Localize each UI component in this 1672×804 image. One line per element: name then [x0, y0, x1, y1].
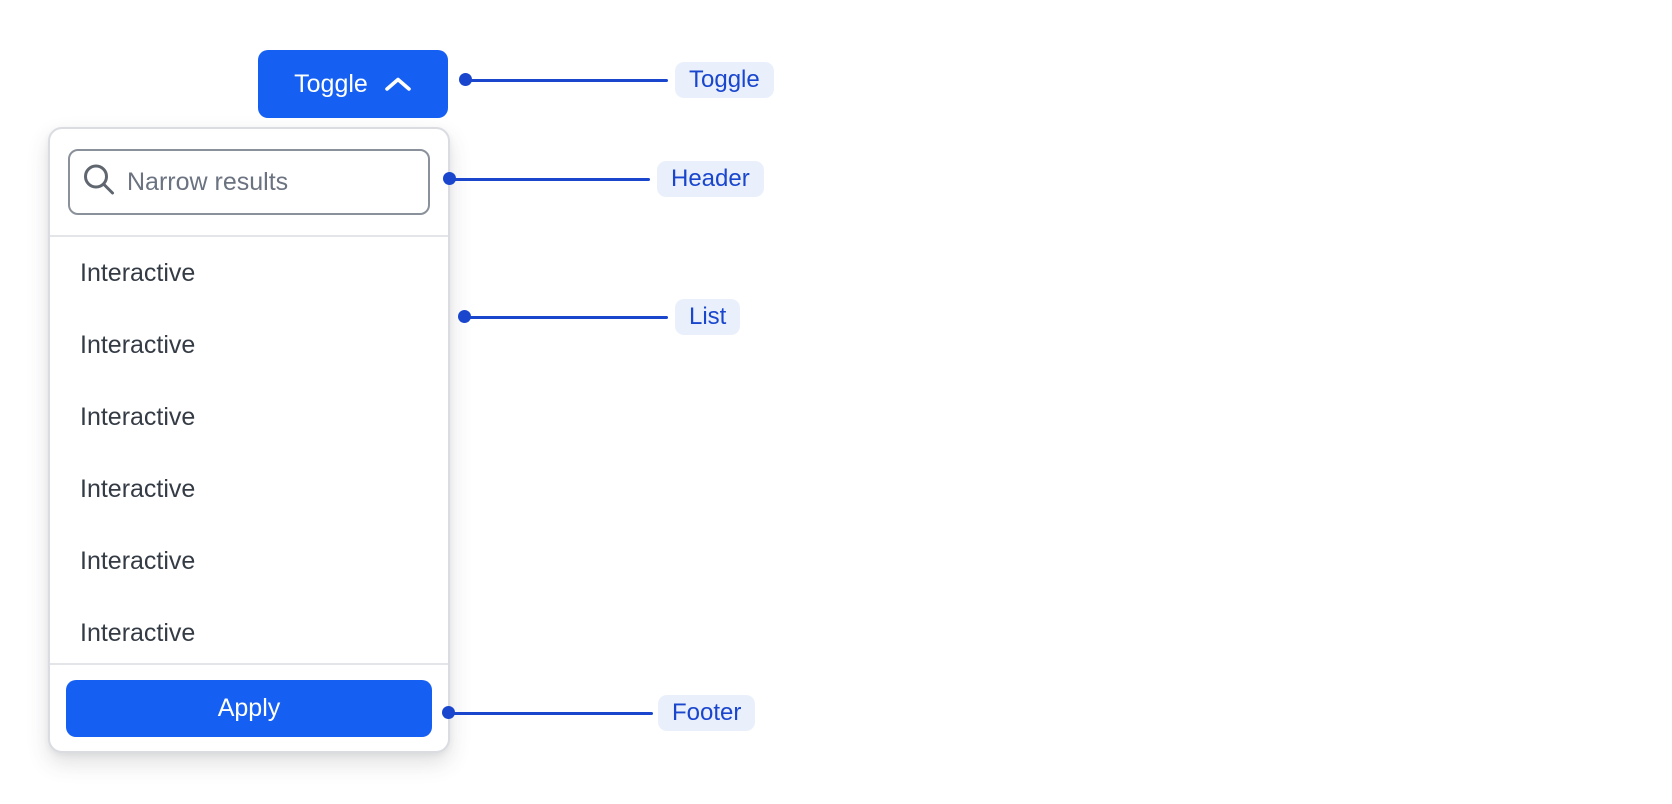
dropdown-list: Interactive Interactive Interactive Inte…	[50, 237, 448, 663]
list-item[interactable]: Interactive	[80, 258, 196, 287]
search-icon	[81, 162, 117, 203]
callout-line-header	[450, 178, 650, 181]
callout-badge-toggle: Toggle	[675, 62, 774, 98]
dropdown-footer: Apply	[50, 663, 448, 751]
list-item[interactable]: Interactive	[80, 330, 196, 359]
chevron-up-icon	[384, 76, 412, 92]
list-item[interactable]: Interactive	[80, 474, 196, 503]
callout-badge-header: Header	[657, 161, 764, 197]
dropdown-panel: Interactive Interactive Interactive Inte…	[48, 127, 450, 753]
callout-dot-footer	[442, 706, 455, 719]
search-input[interactable]	[70, 151, 428, 213]
callout-dot-toggle	[459, 73, 472, 86]
list-item[interactable]: Interactive	[80, 618, 196, 647]
callout-line-toggle	[466, 79, 668, 82]
apply-button[interactable]: Apply	[66, 679, 432, 737]
callout-badge-footer: Footer	[658, 695, 756, 731]
search-field[interactable]	[68, 149, 430, 215]
callout-dot-list	[458, 310, 471, 323]
toggle-button[interactable]: Toggle	[258, 50, 448, 118]
callout-dot-header	[443, 172, 456, 185]
dropdown-header	[50, 129, 448, 237]
list-item[interactable]: Interactive	[80, 402, 196, 431]
callout-badge-list: List	[675, 299, 741, 335]
list-item[interactable]: Interactive	[80, 546, 196, 575]
callout-line-footer	[449, 712, 653, 715]
callout-line-list	[465, 316, 668, 319]
toggle-button-label: Toggle	[294, 69, 368, 98]
